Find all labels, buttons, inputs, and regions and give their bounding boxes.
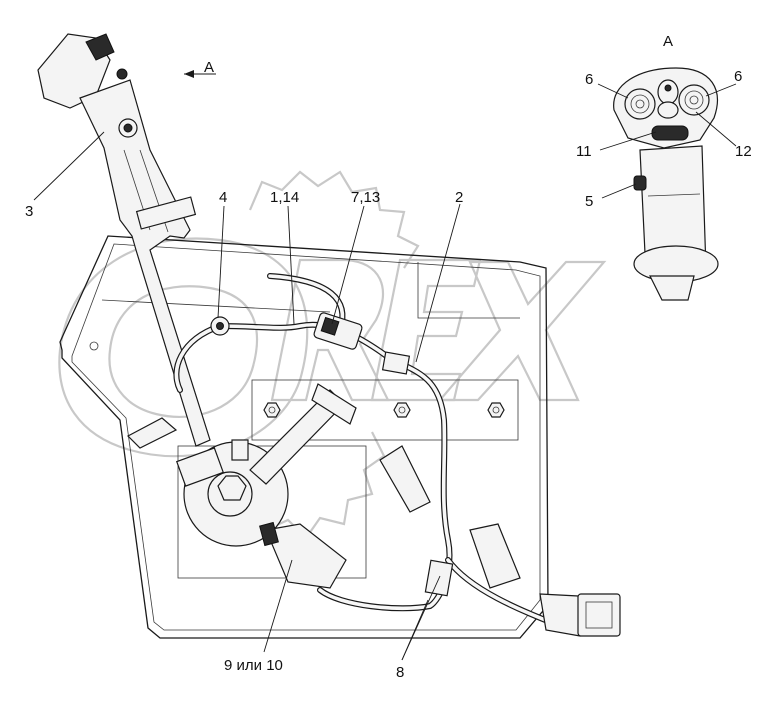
connectors — [210, 312, 621, 637]
callout-12: 12 — [735, 143, 752, 160]
microswitch-9-10 — [265, 523, 347, 589]
joystick-lever — [37, 33, 211, 447]
callout-6-right: 6 — [734, 68, 742, 85]
callout-3: 3 — [25, 203, 33, 220]
callout-7-13: 7,13 — [351, 189, 380, 206]
callout-9-10: 9 или 10 — [224, 657, 283, 674]
section-arrow-a — [184, 70, 216, 78]
callout-2: 2 — [455, 189, 463, 206]
connector-7-13 — [313, 312, 363, 350]
callout-labels: A A 3 4 1,14 7,13 2 9 или 10 8 6 6 11 12… — [25, 33, 752, 681]
wiring-harness — [173, 273, 563, 629]
connector-2 — [381, 351, 411, 375]
console-base-plate — [59, 235, 549, 639]
view-a-title: A — [663, 33, 673, 50]
plug-end-connector — [577, 593, 621, 637]
pivot-mechanism — [127, 383, 431, 547]
callout-6-left: 6 — [585, 71, 593, 88]
harness-connector-right — [469, 523, 521, 589]
callout-8: 8 — [396, 664, 404, 681]
section-marker-label: A — [204, 59, 214, 76]
callout-11: 11 — [576, 143, 592, 160]
leader-lines — [33, 83, 737, 661]
callout-5: 5 — [585, 193, 593, 210]
callout-1-14: 1,14 — [270, 189, 299, 206]
callout-4: 4 — [219, 189, 227, 206]
view-a-detail — [613, 67, 719, 301]
mounting-bolts — [263, 402, 505, 418]
